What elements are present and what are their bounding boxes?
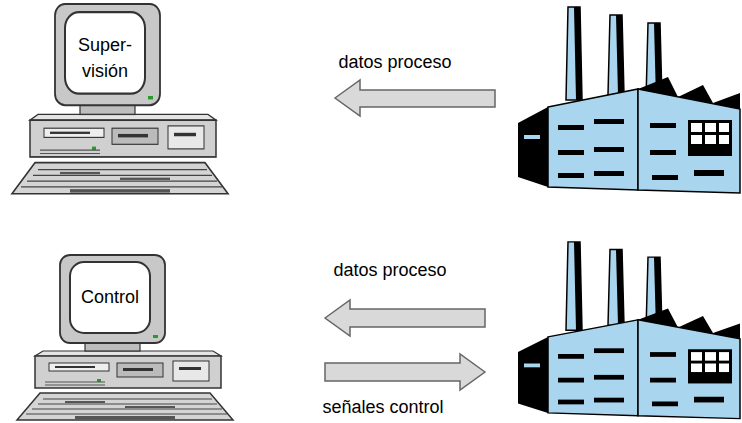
signal-label: señales control [320, 397, 445, 418]
monitor-screen: Super- visión [67, 32, 143, 84]
screen-label: Control [72, 284, 148, 310]
factory-icon [518, 242, 740, 419]
flow-arrow [335, 80, 495, 116]
signal-label: datos proceso [336, 52, 453, 73]
screen-label: Super- visión [67, 32, 143, 84]
flow-arrow [325, 354, 485, 390]
signal-label: datos proceso [331, 260, 448, 281]
flow-arrow [325, 300, 485, 336]
computer-icon [17, 255, 233, 420]
computer-icon [12, 4, 228, 194]
monitor-screen: Control [72, 284, 148, 310]
factory-icon [518, 7, 740, 193]
